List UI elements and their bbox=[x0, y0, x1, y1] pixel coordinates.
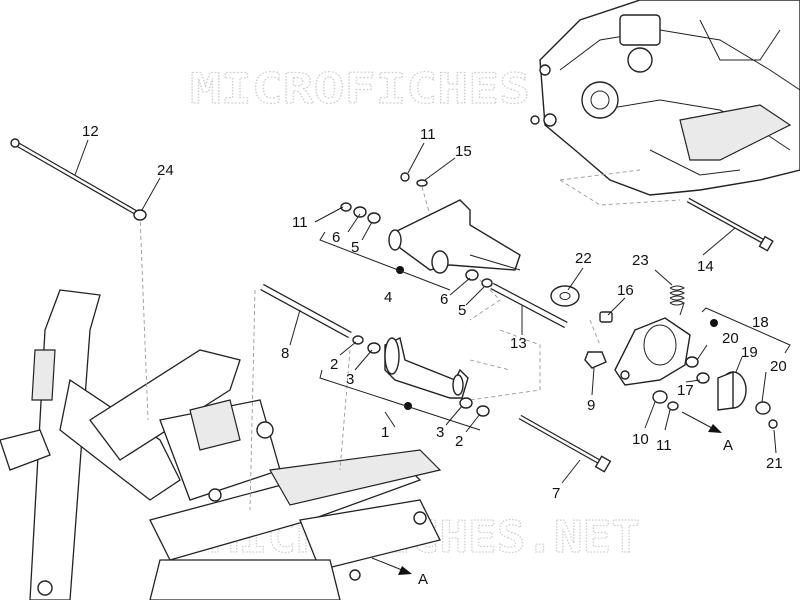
arrow-a-bottom-label: A bbox=[418, 571, 428, 588]
callout-16: 16 bbox=[617, 282, 634, 299]
callout-19: 19 bbox=[741, 344, 758, 361]
motorcycle-frame bbox=[0, 289, 442, 600]
group-brackets bbox=[319, 231, 791, 431]
callout-2: 2 bbox=[455, 433, 463, 450]
shaft-8 bbox=[260, 283, 352, 339]
callout-11: 11 bbox=[292, 214, 308, 231]
spring-23 bbox=[669, 285, 685, 316]
callout-3: 3 bbox=[436, 424, 444, 441]
link-arm-1 bbox=[384, 336, 469, 410]
swingarm-4 bbox=[388, 199, 521, 274]
callout-9: 9 bbox=[587, 397, 595, 414]
callout-5: 5 bbox=[458, 302, 466, 319]
callout-7: 7 bbox=[552, 485, 560, 502]
callout-4: 4 bbox=[384, 289, 392, 306]
callout-2: 2 bbox=[330, 356, 338, 373]
callout-13: 13 bbox=[510, 335, 527, 352]
callout-5: 5 bbox=[351, 239, 359, 256]
callout-6: 6 bbox=[332, 229, 340, 246]
washer-24 bbox=[133, 209, 147, 221]
callout-12: 12 bbox=[82, 123, 99, 140]
callout-20: 20 bbox=[770, 358, 787, 375]
callout-20: 20 bbox=[722, 330, 739, 347]
callout-6: 6 bbox=[440, 291, 448, 308]
shaft-13 bbox=[490, 282, 568, 329]
callout-11: 11 bbox=[420, 126, 436, 143]
callout-3: 3 bbox=[346, 371, 354, 388]
bolt-7 bbox=[518, 414, 612, 473]
bolt-14 bbox=[686, 197, 774, 252]
callout-10: 10 bbox=[632, 431, 649, 448]
small-parts bbox=[340, 172, 778, 429]
leader-lines bbox=[74, 139, 777, 484]
arrow-a-right-label: A bbox=[723, 437, 733, 454]
callout-numbers: 12 24 11 15 11 6 5 4 6 5 22 23 14 16 8 1… bbox=[82, 123, 787, 502]
callout-22: 22 bbox=[575, 250, 592, 267]
callout-17: 17 bbox=[677, 382, 694, 399]
callout-24: 24 bbox=[157, 162, 174, 179]
arrow-a-bottom: A bbox=[371, 557, 428, 588]
callout-14: 14 bbox=[697, 258, 714, 275]
callout-18: 18 bbox=[752, 314, 769, 331]
callout-11: 11 bbox=[656, 437, 672, 454]
engine-assembly bbox=[530, 0, 800, 196]
callout-21: 21 bbox=[766, 455, 783, 472]
arrow-a-right: A bbox=[681, 411, 733, 454]
callout-8: 8 bbox=[281, 345, 289, 362]
callout-23: 23 bbox=[632, 252, 649, 269]
watermark-top: MICROFICHES bbox=[190, 64, 530, 113]
bracket-18 bbox=[614, 317, 718, 386]
callout-15: 15 bbox=[455, 143, 472, 160]
callout-1: 1 bbox=[381, 424, 389, 441]
long-bolt-12 bbox=[10, 138, 137, 215]
